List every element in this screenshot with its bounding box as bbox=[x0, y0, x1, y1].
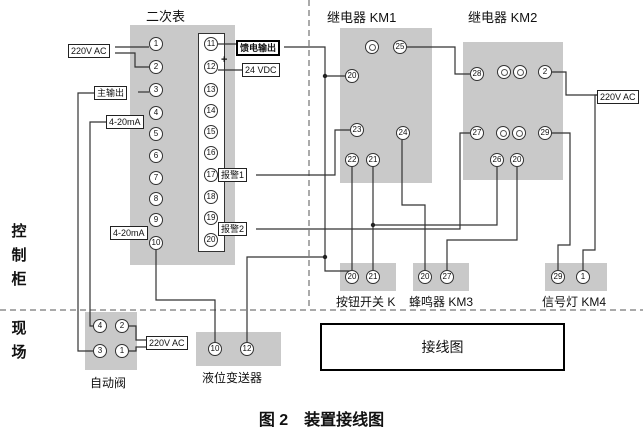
alarm2-label: 报警2 bbox=[218, 222, 248, 236]
meter-terminal-9: 9 bbox=[149, 213, 163, 227]
main-output-label: 主输出 bbox=[94, 86, 128, 100]
meter-terminal-10: 10 bbox=[149, 236, 163, 250]
transmitter-title: 液位变送器 bbox=[202, 371, 263, 385]
meter-terminal-17: 17 bbox=[204, 168, 218, 182]
meter-terminal-6: 6 bbox=[149, 149, 163, 163]
meter-terminal-13: 13 bbox=[204, 83, 218, 97]
junction-box: 接线图 bbox=[320, 323, 565, 371]
field-zone-label: 现场 bbox=[11, 320, 27, 361]
valve-title: 自动阀 bbox=[90, 376, 127, 390]
meter-terminal-20: 20 bbox=[204, 233, 218, 247]
meter-terminal-4: 4 bbox=[149, 106, 163, 120]
km2-terminal-28: 28 bbox=[470, 67, 484, 81]
vdc-label: 24 VDC bbox=[242, 63, 280, 77]
transmitter-terminal-10: 10 bbox=[208, 342, 222, 356]
ma-label-top: 4-20mA bbox=[106, 115, 144, 129]
meter-terminal-19: 19 bbox=[204, 211, 218, 225]
km2-title: 继电器 KM2 bbox=[468, 10, 538, 25]
valve-terminal-2: 2 bbox=[115, 319, 129, 333]
buzzer-title: 蜂鸣器 KM3 bbox=[409, 295, 474, 309]
transmitter-terminal-12: 12 bbox=[240, 342, 254, 356]
ac-label-left: 220V AC bbox=[68, 44, 110, 58]
buzzer-terminal-20: 20 bbox=[418, 270, 432, 284]
lamp-terminal-29: 29 bbox=[551, 270, 565, 284]
meter-terminal-2: 2 bbox=[149, 60, 163, 74]
junction-dots bbox=[322, 73, 376, 260]
km2-terminal-unlabeled bbox=[496, 126, 510, 140]
button-title: 按钮开关 K bbox=[336, 295, 396, 309]
km2-terminal-20: 20 bbox=[510, 153, 524, 167]
buzzer-terminal-27: 27 bbox=[440, 270, 454, 284]
button-terminal-21: 21 bbox=[366, 270, 380, 284]
km2-terminal-26: 26 bbox=[490, 153, 504, 167]
junction-box-label: 接线图 bbox=[421, 339, 464, 355]
ac-label-valve: 220V AC bbox=[146, 336, 188, 350]
meter-terminal-1: 1 bbox=[149, 37, 163, 51]
lamp-title: 信号灯 KM4 bbox=[542, 295, 607, 309]
meter-terminal-7: 7 bbox=[149, 171, 163, 185]
meter-terminal-14: 14 bbox=[204, 104, 218, 118]
alarm1-label: 报警1 bbox=[218, 168, 248, 182]
km2-terminal-unlabeled bbox=[512, 126, 526, 140]
km1-terminal-22: 22 bbox=[345, 153, 359, 167]
button-terminal-20: 20 bbox=[345, 270, 359, 284]
meter-terminal-16: 16 bbox=[204, 146, 218, 160]
figure-caption: 图 2 装置接线图 bbox=[258, 412, 385, 429]
wire-lines bbox=[77, 43, 597, 352]
km1-terminal-21: 21 bbox=[366, 153, 380, 167]
zone-boundary-lines bbox=[0, 0, 643, 311]
km1-terminal-23: 23 bbox=[350, 123, 364, 137]
ma-label-bottom: 4-20mA bbox=[110, 226, 148, 240]
km2-terminal-unlabeled bbox=[497, 65, 511, 79]
meter-terminal-5: 5 bbox=[149, 127, 163, 141]
meter-terminal-18: 18 bbox=[204, 190, 218, 204]
cabinet-zone-label: 控制柜 bbox=[11, 223, 27, 288]
km1-terminal-25: 25 bbox=[393, 40, 407, 54]
km1-terminal-24: 24 bbox=[396, 126, 410, 140]
plus-mark: + bbox=[221, 54, 228, 66]
valve-terminal-3: 3 bbox=[93, 344, 107, 358]
km1-title: 继电器 KM1 bbox=[327, 10, 397, 25]
km2-terminal-27: 27 bbox=[470, 126, 484, 140]
meter-terminal-8: 8 bbox=[149, 192, 163, 206]
km2-terminal-29: 29 bbox=[538, 126, 552, 140]
valve-terminal-1: 1 bbox=[115, 344, 129, 358]
valve-terminal-4: 4 bbox=[93, 319, 107, 333]
km1-terminal-unlabeled bbox=[365, 40, 379, 54]
meter-terminal-12: 12 bbox=[204, 60, 218, 74]
meter-title: 二次表 bbox=[146, 9, 186, 24]
feed-output-label: 馈电输出 bbox=[236, 40, 281, 56]
lamp-terminal-1: 1 bbox=[576, 270, 590, 284]
km1-terminal-20: 20 bbox=[345, 69, 359, 83]
meter-terminal-15: 15 bbox=[204, 125, 218, 139]
km2-terminal-unlabeled bbox=[513, 65, 527, 79]
meter-terminal-11: 11 bbox=[204, 37, 218, 51]
meter-terminal-3: 3 bbox=[149, 83, 163, 97]
km2-terminal-2: 2 bbox=[538, 65, 552, 79]
ac-label-right: 220V AC bbox=[597, 90, 639, 104]
